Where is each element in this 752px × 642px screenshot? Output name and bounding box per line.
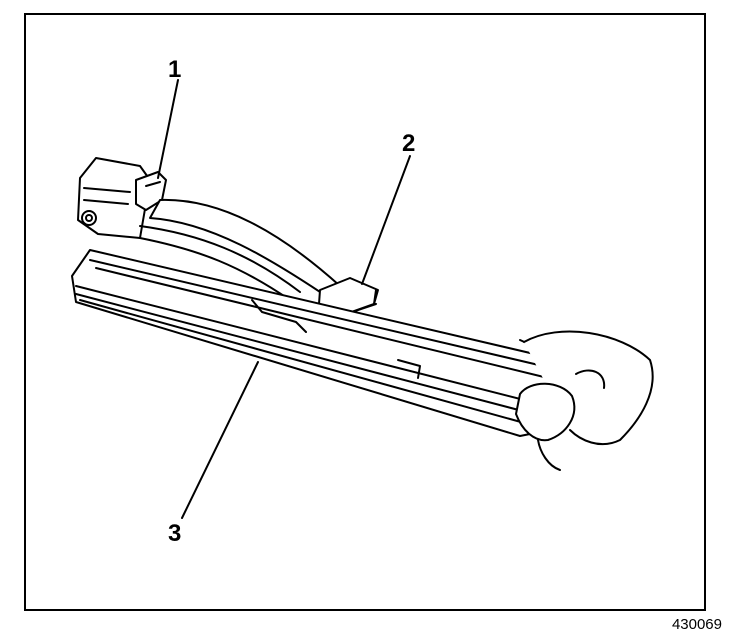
callout-label-1: 1: [168, 56, 182, 83]
hand: [515, 330, 654, 471]
figure-id: 430069: [671, 616, 722, 633]
leader-line-1: [157, 79, 179, 179]
wiper-arm: [77, 157, 167, 239]
callout-label-2: 2: [402, 130, 416, 157]
callout-label-3: 3: [168, 520, 182, 547]
figure-border: [24, 13, 706, 611]
leader-line-3: [181, 361, 259, 519]
leader-line-2: [361, 155, 411, 285]
